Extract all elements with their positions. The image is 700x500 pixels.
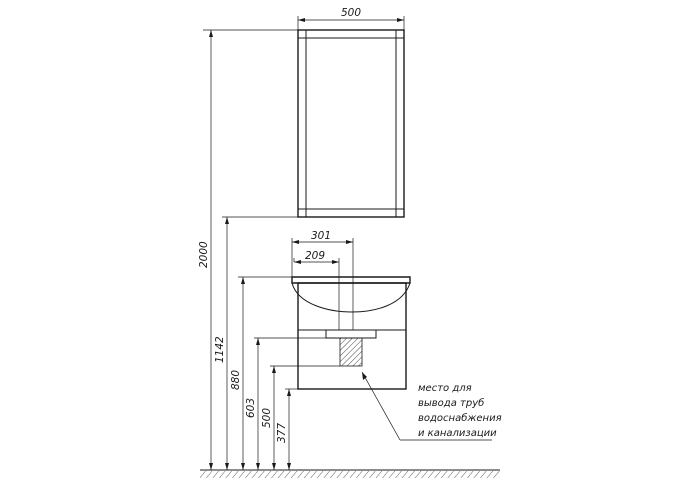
note-leader bbox=[361, 371, 492, 441]
wall-cabinet bbox=[297, 29, 405, 218]
dimension-height-cabinet-bottom: 1142 bbox=[214, 216, 298, 470]
dim-label-height-pipe-mid: 500 bbox=[261, 408, 273, 428]
pipe-outlet-note: место для вывода труб водоснабжения и ка… bbox=[418, 383, 502, 439]
sink-vanity bbox=[291, 276, 411, 390]
note-line-1: место для bbox=[418, 383, 472, 394]
floor bbox=[200, 469, 500, 478]
dimension-sink-width: 301 bbox=[291, 230, 354, 330]
note-line-4: и канализации bbox=[418, 428, 497, 439]
dim-label-sink-offset: 209 bbox=[305, 250, 325, 262]
dim-label-sink-width: 301 bbox=[311, 230, 331, 242]
dim-label-height-cabinet-bottom: 1142 bbox=[214, 336, 226, 363]
dim-label-height-total: 2000 bbox=[198, 241, 210, 268]
dim-label-height-sink-top: 880 bbox=[230, 370, 242, 390]
dimension-height-sink-top: 880 bbox=[230, 276, 292, 470]
dimension-height-pipe-mid: 500 bbox=[261, 365, 340, 470]
dim-label-height-pipe-top: 603 bbox=[245, 398, 257, 418]
dimension-height-pipe-bottom: 377 bbox=[276, 388, 298, 470]
dimension-sink-offset: 209 bbox=[293, 250, 340, 330]
note-line-3: водоснабжения bbox=[418, 412, 502, 424]
dimension-height-total: 2000 bbox=[198, 29, 298, 470]
note-line-2: вывода труб bbox=[418, 397, 484, 409]
dimension-cabinet-width: 500 bbox=[297, 7, 405, 30]
dimension-height-pipe-top: 603 bbox=[245, 337, 340, 470]
dim-label-height-pipe-bottom: 377 bbox=[276, 423, 288, 443]
dim-label-cabinet-width: 500 bbox=[341, 7, 361, 19]
